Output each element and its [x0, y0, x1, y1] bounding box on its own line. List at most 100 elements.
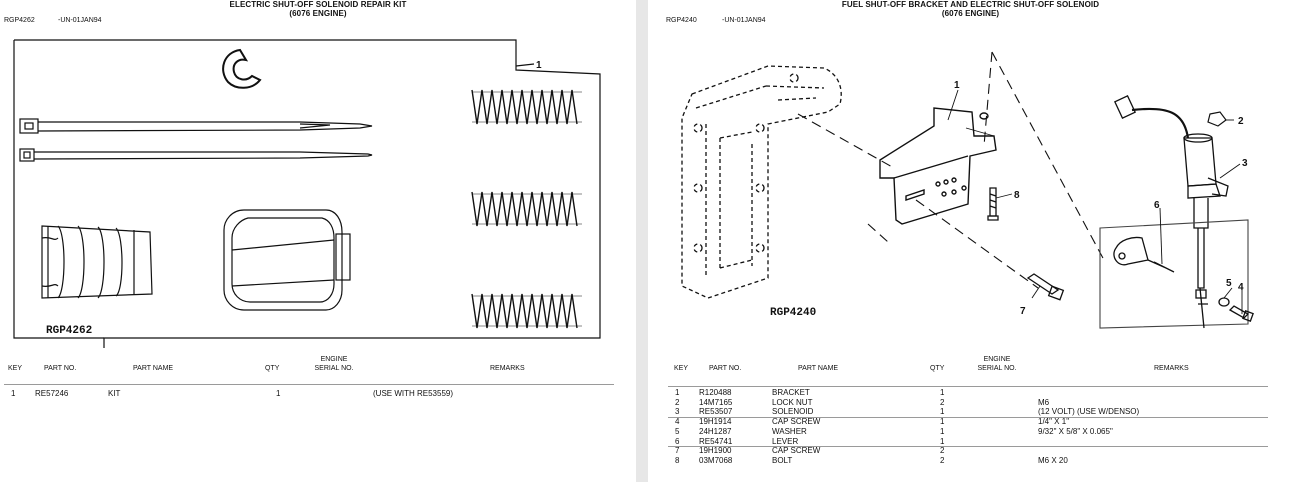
row-qty: 1: [940, 417, 945, 427]
header-engine-serial: ENGINE SERIAL NO.: [310, 355, 358, 373]
header-key: KEY: [674, 365, 689, 372]
header-qty: QTY: [265, 365, 280, 372]
row-qty: 1: [940, 436, 945, 446]
row-key: 6: [675, 436, 680, 446]
row-part-name: BRACKET: [772, 388, 810, 397]
bolt-8: [987, 187, 999, 221]
rubber-boot: [41, 225, 153, 299]
row-part-name: LOCK NUT: [772, 397, 813, 407]
callout-1: 1: [536, 60, 542, 71]
header-part-name: PART NAME: [798, 365, 839, 372]
e-clip: [222, 48, 262, 89]
group-rule: [668, 416, 1268, 418]
repair-kit-illustration: 1: [13, 39, 601, 348]
row-key: 7: [675, 446, 680, 456]
row-part-name: KIT: [108, 389, 121, 398]
row-key: 1: [675, 388, 680, 397]
callout-1: 1: [954, 80, 960, 91]
header-engine: ENGINE: [983, 356, 1011, 363]
cable-tie-upper: [19, 118, 373, 134]
lever-6: [1113, 236, 1175, 273]
header-serial-no: SERIAL NO.: [314, 365, 354, 372]
figure-label: RGP4262: [46, 325, 93, 337]
header-part-name: PART NAME: [133, 365, 174, 372]
spring-1: [471, 89, 582, 125]
row-remarks: M6 X 20: [1038, 455, 1068, 465]
row-part-no: RE53507: [699, 407, 733, 417]
callout-5: 5: [1226, 278, 1232, 289]
row-qty: 1: [940, 426, 945, 436]
spring-2: [471, 191, 582, 227]
cap-screw-7: [1026, 273, 1065, 301]
row-qty: 2: [940, 455, 945, 465]
row-qty: 2: [940, 446, 945, 456]
row-remarks: M6: [1038, 397, 1050, 407]
header-rule: [668, 386, 1268, 387]
header-remarks: REMARKS: [1154, 365, 1189, 372]
header-engine-serial: ENGINE SERIAL NO.: [972, 355, 1022, 373]
row-part-no: 19H1914: [699, 417, 732, 427]
figure-label: RGP4240: [770, 307, 817, 319]
row-qty: 1: [940, 388, 945, 397]
engine-housing: [681, 65, 842, 299]
callout-2: 2: [1238, 116, 1244, 127]
row-key: 1: [11, 389, 16, 398]
figure-date: -UN-01JAN94: [58, 17, 102, 24]
row-part-name: LEVER: [772, 436, 799, 446]
row-part-no: 14M7165: [699, 397, 733, 407]
bracket: [879, 107, 997, 225]
header-engine: ENGINE: [320, 356, 348, 363]
callout-8: 8: [1014, 190, 1020, 201]
title-line-1: FUEL SHUT-OFF BRACKET AND ELECTRIC SHUT-…: [841, 0, 1100, 9]
title-line-2: (6076 ENGINE): [289, 9, 347, 18]
page-title: ELECTRIC SHUT-OFF SOLENOID REPAIR KIT (6…: [0, 0, 636, 18]
bracket-solenoid-illustration: 1 2 3 4 5 6 7 8: [681, 51, 1254, 329]
figure-id: RGP4262: [4, 17, 35, 24]
row-key: 8: [675, 455, 680, 465]
figure-date: -UN-01JAN94: [722, 17, 766, 24]
cable-tie-lower: [19, 148, 373, 162]
row-part-no: 24H1287: [699, 426, 732, 436]
row-part-name: WASHER: [772, 426, 807, 436]
page-gutter: [636, 0, 648, 482]
row-part-no: R120488: [699, 388, 732, 397]
lock-nut-2: [1207, 111, 1227, 127]
row-part-no: 19H1900: [699, 446, 732, 456]
solenoid-pad: [223, 209, 351, 311]
row-part-name: CAP SCREW: [772, 417, 821, 427]
row-key: 3: [675, 407, 680, 417]
link-rod: [1195, 287, 1208, 329]
row-remarks: 1/4" X 1": [1038, 417, 1070, 427]
washer-5: [1218, 297, 1230, 307]
header-key: KEY: [8, 365, 23, 372]
row-qty: 2: [940, 397, 945, 407]
title-line-1: ELECTRIC SHUT-OFF SOLENOID REPAIR KIT: [229, 0, 407, 9]
parts-page-repair-kit: ELECTRIC SHUT-OFF SOLENOID REPAIR KIT (6…: [0, 0, 636, 482]
header-qty: QTY: [930, 365, 945, 372]
row-key: 5: [675, 426, 680, 436]
callout-3: 3: [1242, 158, 1248, 169]
row-part-name: BOLT: [772, 455, 793, 465]
row-key: 2: [675, 397, 680, 407]
page-title: FUEL SHUT-OFF BRACKET AND ELECTRIC SHUT-…: [648, 0, 1293, 18]
header-part-no: PART NO.: [44, 365, 77, 372]
row-part-no: RE57246: [35, 389, 69, 398]
row-part-name: SOLENOID: [772, 407, 814, 417]
row-part-no: 03M7068: [699, 455, 733, 465]
header-remarks: REMARKS: [490, 365, 525, 372]
spring-3: [471, 293, 582, 329]
row-remarks: (12 VOLT) (USE W/DENSO): [1038, 407, 1140, 417]
row-remarks: 9/32" X 5/8" X 0.065": [1038, 426, 1113, 436]
cap-screw-4: [1228, 305, 1254, 322]
row-remarks: (USE WITH RE53559): [373, 389, 454, 398]
callout-4: 4: [1238, 282, 1244, 293]
header-rule: [4, 384, 614, 385]
row-qty: 1: [940, 407, 945, 417]
callout-7: 7: [1020, 306, 1026, 317]
parts-page-shutoff-bracket: FUEL SHUT-OFF BRACKET AND ELECTRIC SHUT-…: [648, 0, 1293, 482]
solenoid-harness: [1113, 95, 1190, 139]
header-serial-no: SERIAL NO.: [977, 365, 1017, 372]
callout-6: 6: [1154, 200, 1160, 211]
solenoid: [1183, 133, 1229, 289]
row-qty: 1: [276, 389, 281, 398]
